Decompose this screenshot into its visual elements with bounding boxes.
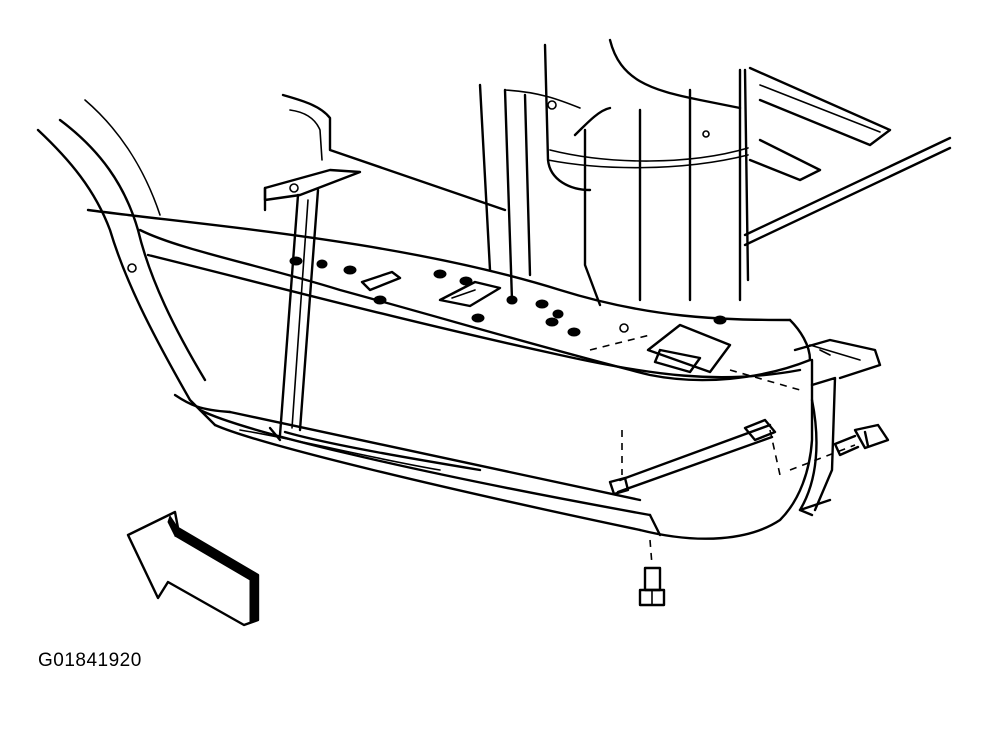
front-direction-arrow-icon — [126, 510, 260, 627]
bottom-bolt-icon — [638, 539, 666, 607]
bumper-top-surface — [86, 208, 812, 391]
brace-rod — [608, 418, 777, 496]
figure-id-label: G01841920 — [38, 650, 142, 671]
body-structure — [281, 38, 952, 307]
fender-outline — [36, 99, 232, 427]
bumper-front-face — [198, 338, 882, 540]
right-bolt-icon — [789, 423, 890, 471]
left-support-bracket — [263, 168, 362, 437]
